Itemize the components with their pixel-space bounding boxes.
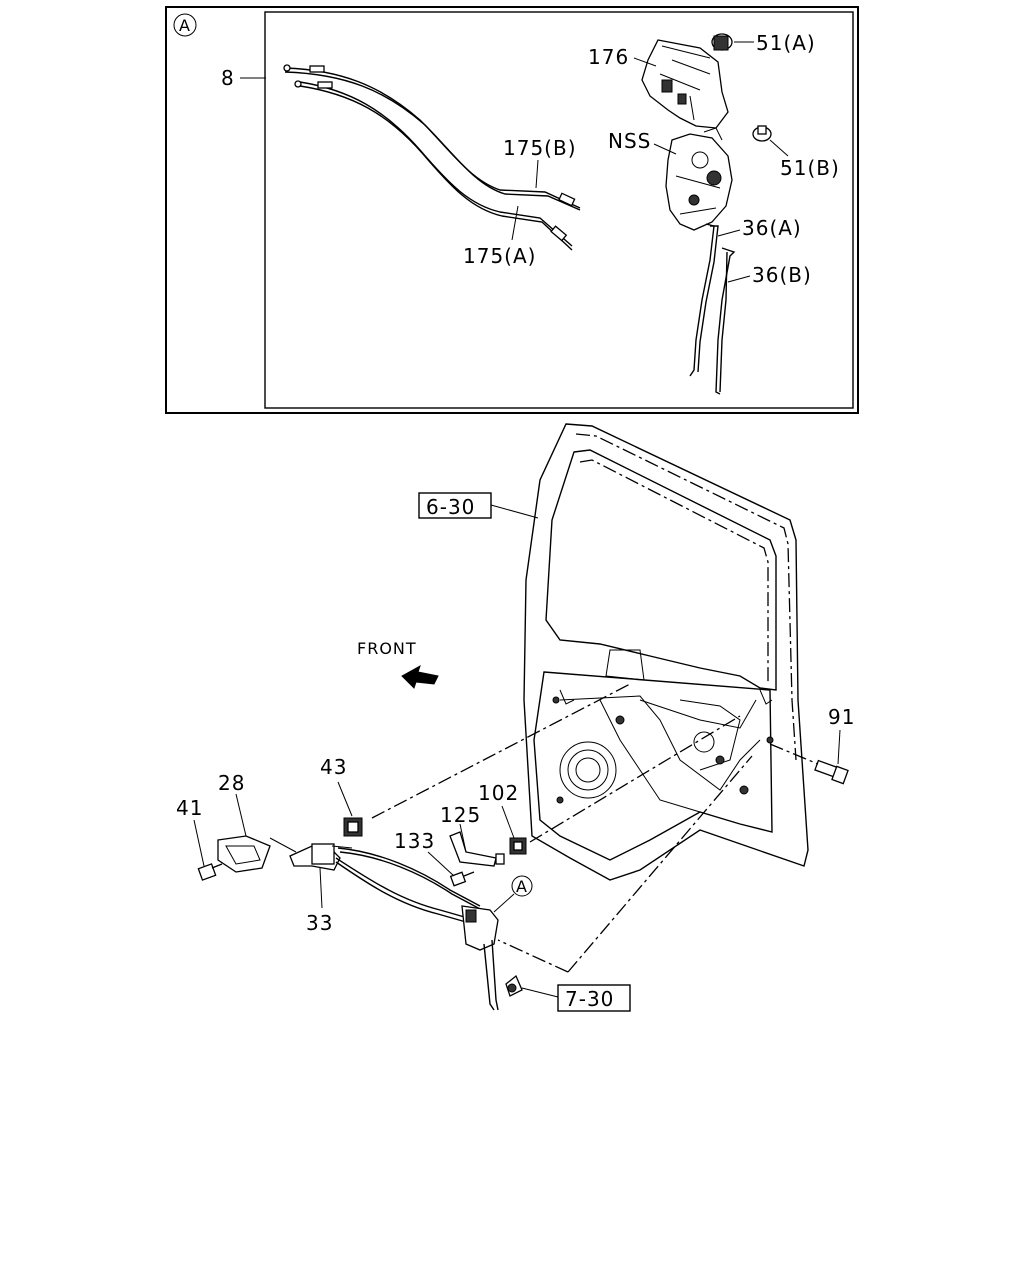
label-screw-41: 41 (176, 796, 203, 820)
label-handle-28: 28 (218, 771, 245, 795)
label-cable-175a: 175(A) (463, 244, 536, 268)
handle-bezel-28 (217, 835, 271, 873)
outside-lock-assembly (461, 905, 523, 1011)
door-latch-nss (665, 127, 733, 231)
label-latch-nss: NSS (608, 129, 651, 153)
main-exploded-view: 6-30 FRONT 91 43 28 (176, 423, 855, 1012)
label-rod-36b: 36(B) (752, 263, 812, 287)
label-cable-175b: 175(B) (503, 136, 577, 160)
detail-marker-label: A (179, 16, 191, 35)
label-handle-33: 33 (306, 911, 333, 935)
clip-51b (752, 125, 772, 142)
detail-inner-frame (264, 11, 854, 409)
bolt-91 (814, 759, 849, 785)
detail-marker-circle (173, 13, 197, 37)
door-panel (523, 423, 809, 881)
label-clip-51a: 51(A) (756, 31, 816, 55)
callout-a-circle (511, 875, 533, 897)
screw-133 (449, 871, 475, 887)
label-lock-actuator-176: 176 (588, 45, 629, 69)
label-clip-51b: 51(B) (780, 156, 840, 180)
bracket-125 (449, 831, 505, 867)
handle-cables (335, 847, 483, 923)
label-rod-36a: 36(A) (742, 216, 802, 240)
label-cable-assembly-8: 8 (221, 66, 235, 90)
ref-box-7-30 (557, 984, 631, 1012)
screw-41 (197, 863, 223, 881)
clip-51a (711, 33, 733, 51)
label-door-panel-ref: 6-30 (426, 495, 475, 519)
lock-actuator-176 (641, 39, 729, 129)
inside-handle-33 (269, 837, 353, 871)
rod-36a (689, 223, 719, 377)
label-bolt-91: 91 (828, 705, 855, 729)
cable-assembly-8 (240, 64, 581, 251)
rod-36b (715, 247, 736, 395)
direction-label-front: FRONT (357, 639, 417, 658)
label-lock-ref: 7-30 (565, 987, 614, 1011)
front-arrow-icon (401, 664, 439, 689)
label-clip-102: 102 (478, 781, 519, 805)
label-screw-133: 133 (394, 829, 435, 853)
detail-outer-frame (165, 6, 859, 414)
label-bushing-43: 43 (320, 755, 347, 779)
label-callout-a: A (516, 877, 528, 896)
clip-102 (509, 837, 527, 855)
bushing-43 (343, 817, 363, 837)
detail-a-panel: A 8 175(B) 175(A) 176 (165, 6, 859, 414)
label-bracket-125: 125 (440, 803, 481, 827)
